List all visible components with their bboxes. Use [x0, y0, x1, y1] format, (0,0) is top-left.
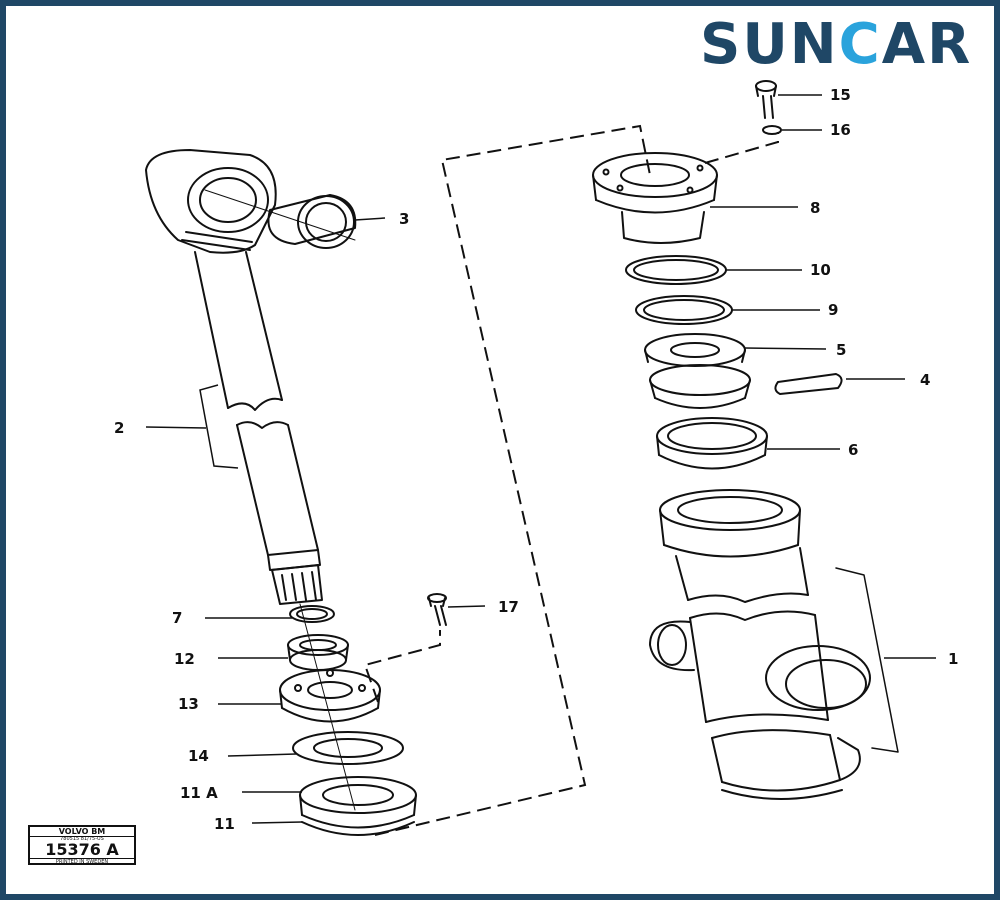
logo-text-ar: AR	[881, 12, 973, 77]
bolt-15	[755, 80, 777, 119]
drawing-number-stamp: VOLVO BM 780515 81/75-US 15376 A PRINTED…	[28, 825, 136, 865]
callout-2: 2	[114, 419, 124, 437]
piston-rod-lower	[236, 421, 323, 605]
cylinder-tube-1	[649, 489, 871, 800]
callout-13: 13	[178, 695, 199, 713]
ring-7	[289, 605, 335, 623]
nut-6	[656, 417, 768, 470]
callout-12: 12	[174, 650, 195, 668]
nut-12	[287, 634, 349, 671]
callout-11a: 11 A	[180, 784, 218, 802]
cylinder-head-8	[592, 152, 718, 244]
stamp-number: 15376 A	[45, 840, 119, 859]
bushing-3	[267, 194, 357, 249]
callout-6: 6	[848, 441, 858, 459]
callout-7: 7	[172, 609, 182, 627]
callout-3: 3	[399, 210, 409, 228]
callout-8: 8	[810, 199, 820, 217]
callout-11: 11	[214, 815, 235, 833]
callout-14: 14	[188, 747, 209, 765]
callout-9: 9	[828, 301, 838, 319]
logo-text-sun: SUN	[700, 12, 839, 77]
callout-16: 16	[830, 121, 851, 139]
logo-text-c: C	[838, 12, 882, 77]
washer-16	[762, 125, 782, 135]
callout-10: 10	[810, 261, 831, 279]
bolt-17	[427, 593, 447, 626]
suncar-logo: SUNCAR	[700, 14, 990, 76]
flange-13	[279, 669, 381, 723]
rod-eye-end	[145, 149, 277, 254]
callout-15: 15	[830, 86, 851, 104]
piston-5	[644, 333, 751, 409]
washer-14	[292, 731, 404, 765]
stamp-country: PRINTED IN SWEDEN	[30, 858, 134, 865]
callout-1: 1	[948, 650, 958, 668]
stamp-brand: VOLVO BM	[30, 827, 134, 837]
stamp-date: 780515 81/75-US	[60, 836, 104, 842]
callout-4: 4	[920, 371, 930, 389]
rings-11	[299, 776, 417, 836]
pin-4	[774, 373, 843, 395]
callout-5: 5	[836, 341, 846, 359]
piston-rod-upper	[194, 251, 283, 411]
callout-17: 17	[498, 598, 519, 616]
